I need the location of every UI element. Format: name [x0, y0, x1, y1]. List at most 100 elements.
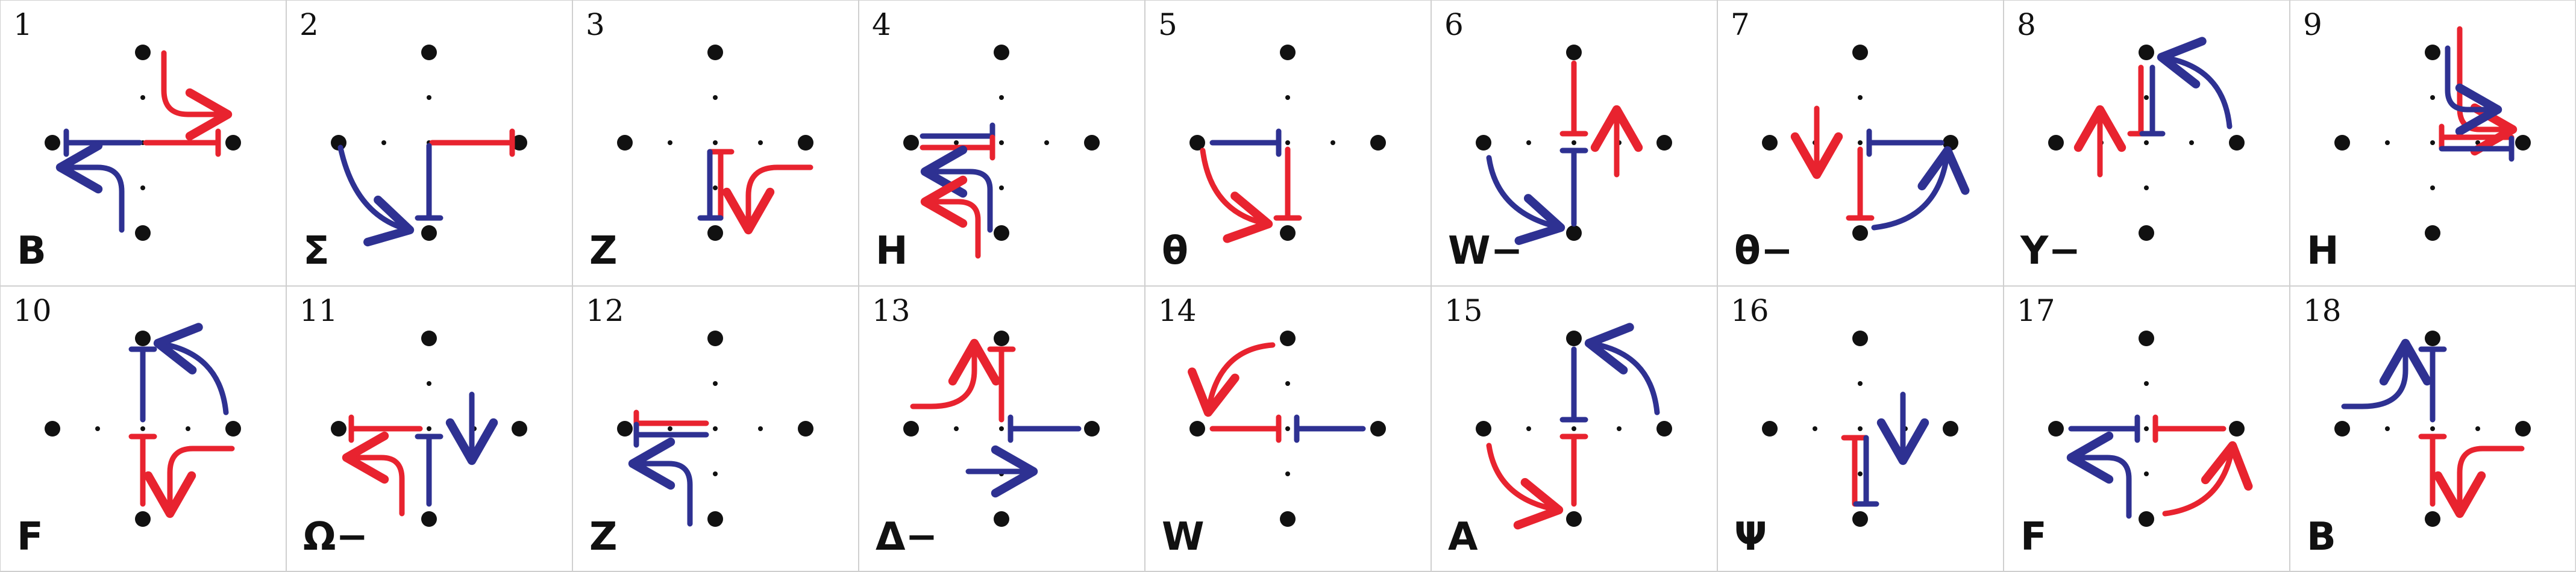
grid-dot [2385, 140, 2390, 145]
panel-symbol: θ− [1734, 229, 1793, 273]
panel-4: 4 H [872, 7, 1100, 273]
endpoint-dot [798, 135, 813, 151]
grid-dot [1858, 140, 1863, 145]
grid-dot [186, 426, 190, 431]
panel-symbol: B [2307, 515, 2336, 559]
grid-dot [668, 426, 672, 431]
endpoint-dot [1189, 421, 1205, 437]
blue-arrow [2341, 338, 2432, 409]
endpoint-dot [798, 421, 813, 437]
panel-number: 14 [1158, 293, 1197, 328]
endpoint-dot [1852, 225, 1868, 241]
endpoint-dot [2425, 225, 2440, 241]
endpoint-dot [1943, 135, 1958, 151]
grid-dot [2144, 95, 2149, 100]
grid-dot [758, 426, 763, 431]
panel-symbol: F [2020, 515, 2047, 559]
axis-dots [1189, 331, 1386, 527]
grid-dot [954, 426, 959, 431]
panel-12: 12 Z [586, 293, 813, 559]
grid-dot [999, 140, 1004, 145]
endpoint-dot [225, 421, 241, 437]
endpoint-dot [2139, 225, 2154, 241]
grid-dot [2475, 426, 2480, 431]
grid-dot [1285, 381, 1290, 386]
blue-arrow [1871, 146, 1970, 231]
panel-symbol: W− [1448, 229, 1523, 273]
endpoint-dot [1370, 135, 1386, 151]
panel-number: 9 [2303, 7, 2322, 42]
grid-dot [381, 140, 386, 145]
axis-dots [1189, 45, 1386, 241]
blue-arrow [2445, 45, 2502, 136]
endpoint-dot [2515, 421, 2531, 437]
panel-number: 1 [13, 7, 33, 42]
endpoint-dot [45, 421, 60, 437]
endpoint-dot [421, 45, 437, 60]
grid-dot [95, 426, 100, 431]
endpoint-dot [707, 331, 723, 346]
panel-symbol: B [17, 229, 46, 273]
grid-dot [1526, 140, 1531, 145]
blue-arrow [2157, 37, 2233, 129]
endpoint-dot [2229, 421, 2245, 437]
endpoint-dot [421, 511, 437, 527]
red-arrow [1188, 342, 1276, 417]
grid-dot [2189, 140, 2194, 145]
panel-3: 3 Z [586, 7, 813, 273]
panel-symbol: Z [589, 515, 617, 559]
panel-15: 15 A [1444, 293, 1672, 559]
grid-dot [2144, 140, 2149, 145]
panel-13: 13 Δ− [872, 293, 1100, 559]
red-arrow [143, 446, 235, 518]
endpoint-dot [994, 511, 1009, 527]
endpoint-dot [1656, 135, 1672, 151]
panel-14: 14 W [1158, 293, 1386, 559]
grid-dot [758, 140, 763, 145]
panel-1: 1 B [13, 7, 241, 273]
grid-dot [954, 140, 959, 145]
endpoint-dot [1280, 331, 1296, 346]
endpoint-dot [1566, 331, 1582, 346]
grid-dot [2144, 426, 2149, 431]
panel-8: 8 Y− [2017, 7, 2245, 273]
endpoint-dot [45, 135, 60, 151]
grid-dot [713, 95, 718, 100]
blue-arrow [337, 145, 415, 247]
grid-dot [2430, 140, 2435, 145]
grid-dot [999, 426, 1004, 431]
endpoint-dot [135, 225, 151, 241]
endpoint-dot [1852, 45, 1868, 60]
grid-dot [713, 471, 718, 476]
axis-dots [617, 331, 813, 527]
endpoint-dot [2139, 331, 2154, 346]
grid-dot [140, 95, 145, 100]
red-arrow [2162, 441, 2253, 517]
endpoint-dot [421, 331, 437, 346]
grid-dot [999, 185, 1004, 190]
endpoint-dot [903, 135, 919, 151]
panel-number: 3 [586, 7, 605, 42]
grid-dot [2430, 185, 2435, 190]
endpoint-dot [1566, 45, 1582, 60]
panel-number: 11 [299, 293, 338, 328]
endpoint-dot [1762, 421, 1778, 437]
red-arrow [161, 50, 233, 141]
endpoint-dot [1476, 421, 1491, 437]
endpoint-dot [1084, 421, 1100, 437]
panel-16: 16 Ψ [1731, 293, 1958, 559]
panel-symbol: A [1448, 515, 1478, 559]
red-arrow [1486, 443, 1564, 530]
red-arrow [1200, 148, 1273, 243]
grid-dot [1285, 95, 1290, 100]
axis-dots [2048, 45, 2245, 241]
endpoint-dot [2425, 511, 2440, 527]
endpoint-dot [2048, 421, 2064, 437]
panel-number: 5 [1158, 7, 1177, 42]
endpoint-dot [1370, 421, 1386, 437]
panel-number: 12 [586, 293, 624, 328]
panel-symbol: Δ− [876, 515, 938, 559]
endpoint-dot [1189, 135, 1205, 151]
grid-dot [427, 95, 431, 100]
